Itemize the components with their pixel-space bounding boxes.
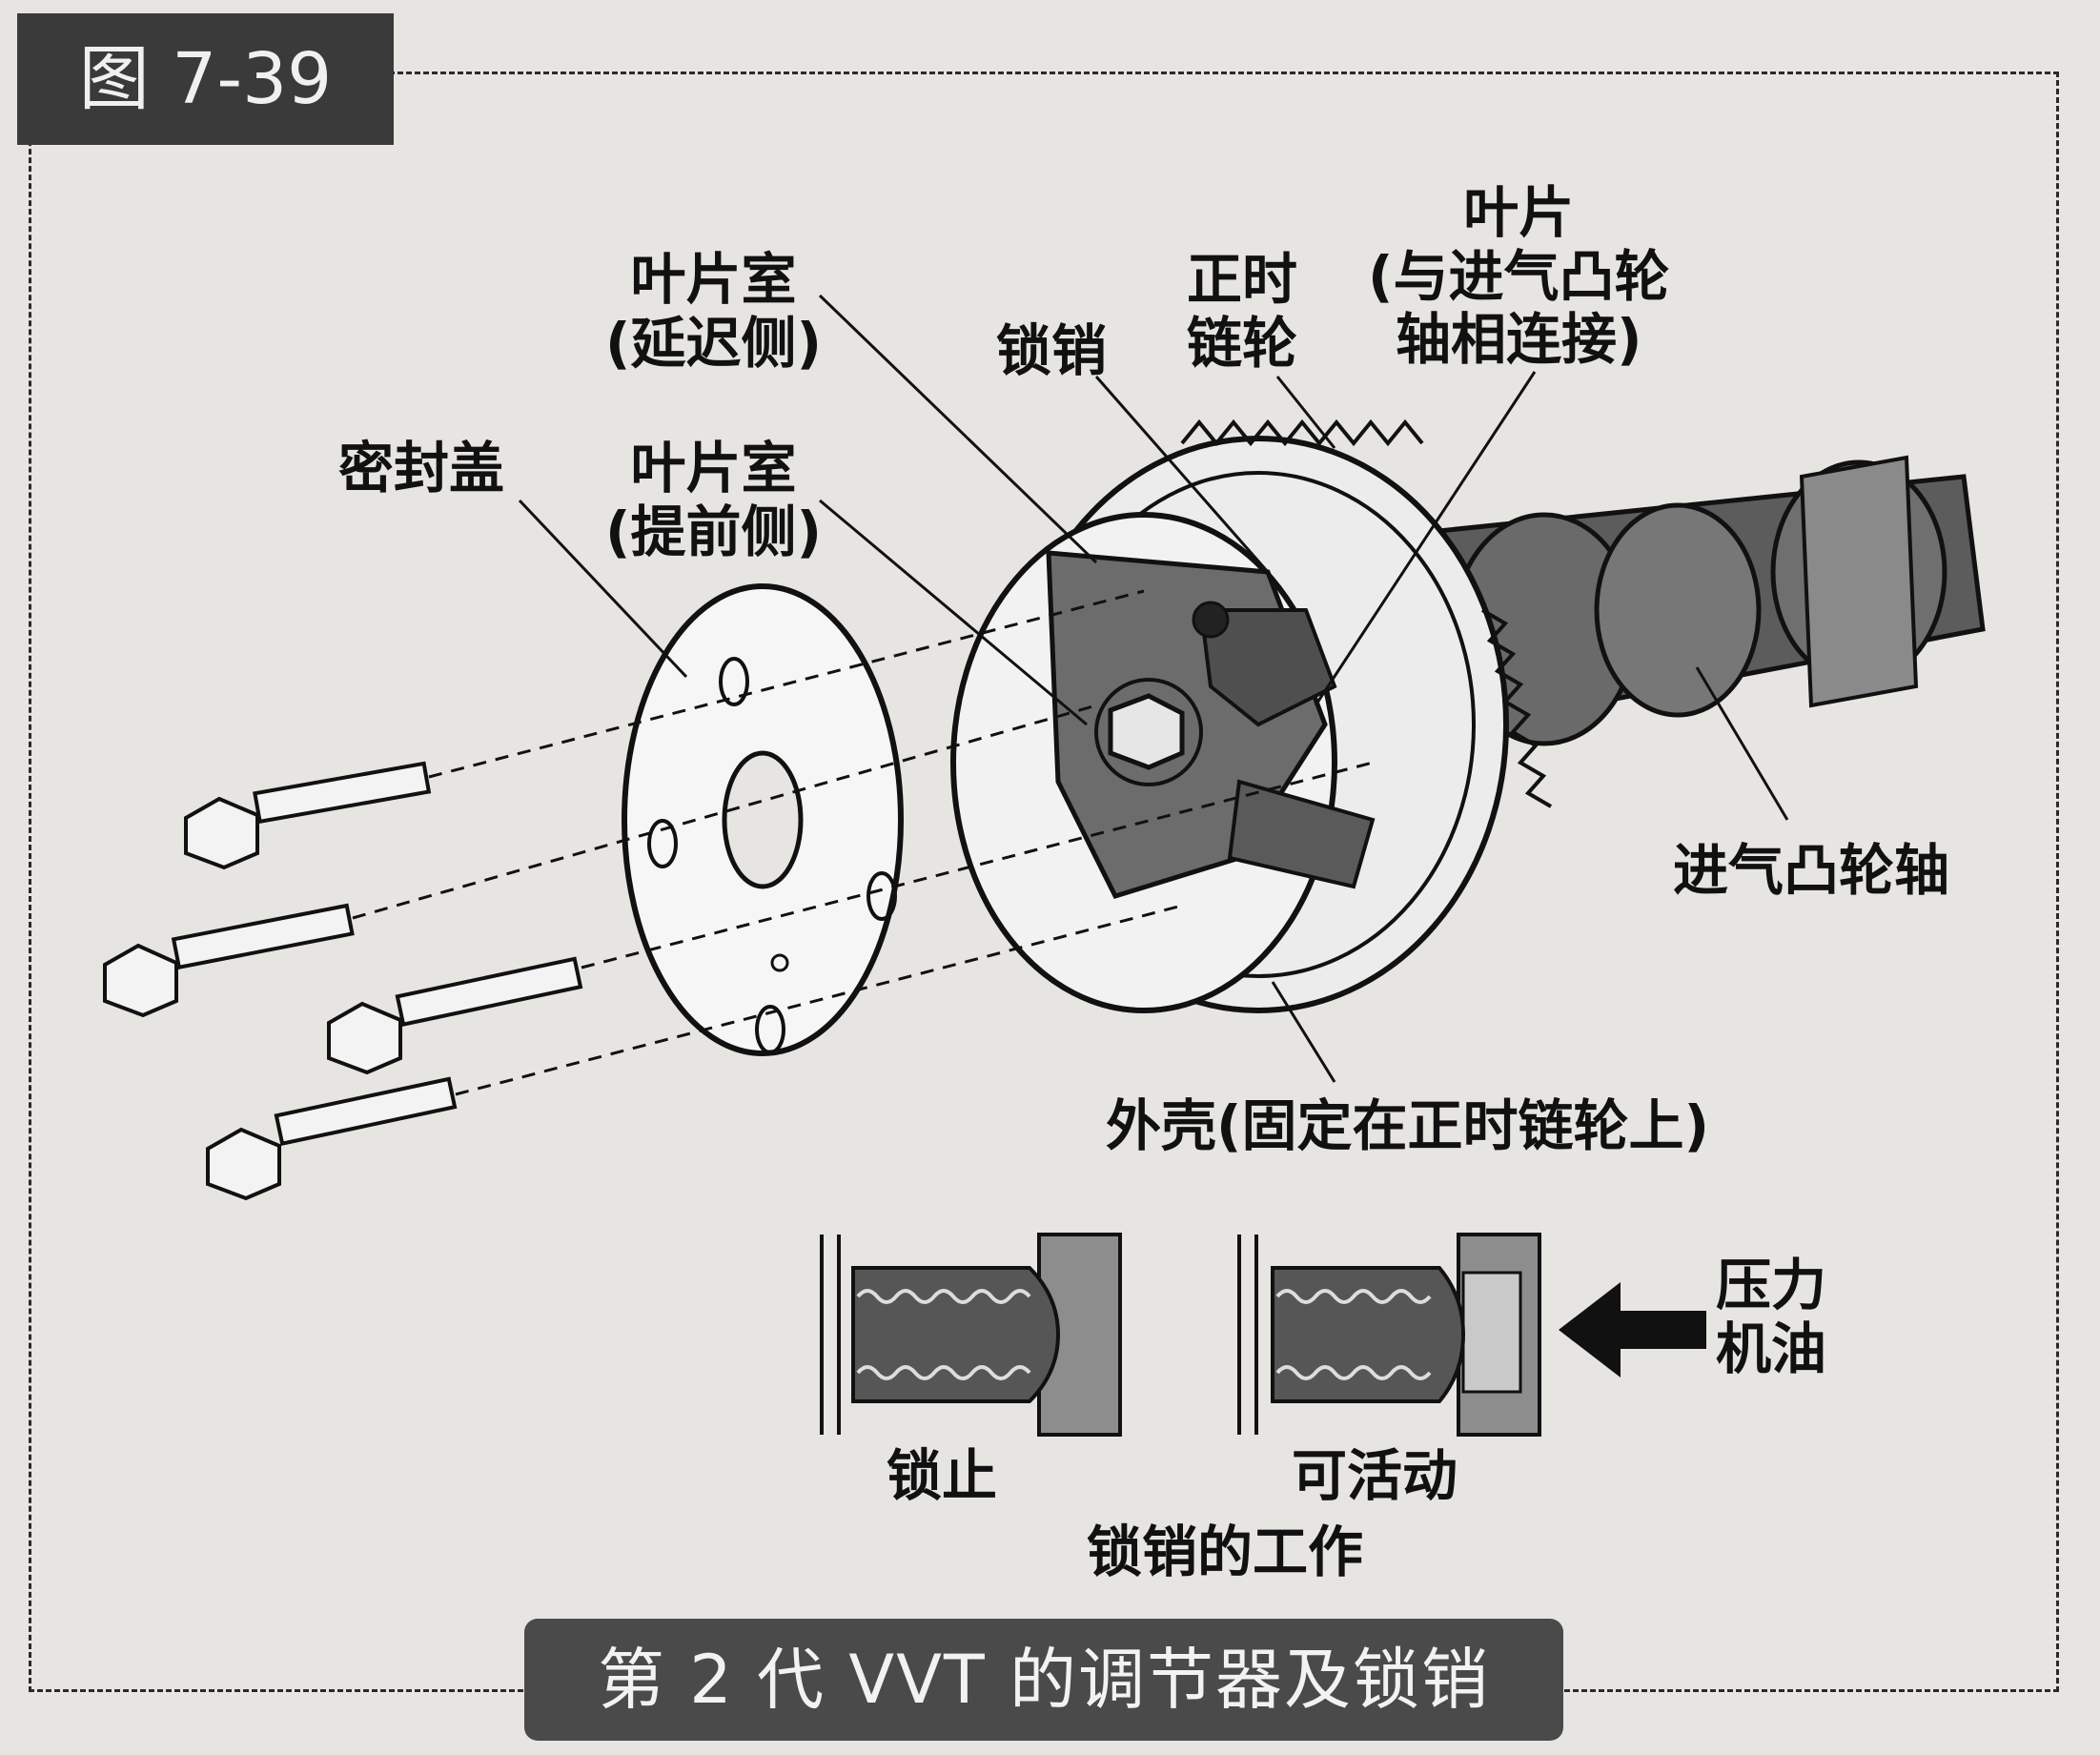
bolt-3	[327, 956, 583, 1075]
pin-movable	[1237, 1233, 1541, 1437]
housing	[950, 512, 1376, 1013]
label-chamber-advance: 叶片室(提前侧)	[605, 436, 823, 564]
bolt-1	[184, 761, 432, 870]
label-lock-pin: 锁销	[996, 318, 1108, 383]
figure-caption: 第 2 代 VVT 的调节器及锁销	[524, 1619, 1563, 1741]
label-housing: 外壳(固定在正时链轮上)	[1106, 1093, 1710, 1158]
leader-lines	[518, 294, 1789, 1083]
bolt-2	[103, 903, 355, 1018]
intake-camshaft	[1408, 455, 1986, 746]
label-pin-operation: 锁销的工作	[1087, 1520, 1364, 1584]
seal-cover	[622, 583, 904, 1056]
figure-number: 图 7-39	[17, 13, 394, 145]
label-locked: 锁止	[887, 1443, 998, 1508]
pressure-oil-arrow	[1559, 1282, 1706, 1377]
label-pressure-oil: 压力机油	[1716, 1253, 1827, 1381]
label-intake-camshaft: 进气凸轮轴	[1673, 838, 1950, 903]
label-timing-sprocket: 正时链轮	[1187, 247, 1298, 376]
label-chamber-retard: 叶片室(延迟侧)	[605, 247, 823, 376]
bolt-4	[206, 1076, 458, 1201]
bolts	[103, 761, 583, 1201]
assembly-dashes	[352, 589, 1374, 1096]
label-vane: 叶片(与进气凸轮轴相连接)	[1368, 180, 1670, 373]
label-movable: 可活动	[1292, 1443, 1458, 1508]
label-seal-cover: 密封盖	[338, 436, 505, 500]
pin-locked	[820, 1233, 1122, 1437]
